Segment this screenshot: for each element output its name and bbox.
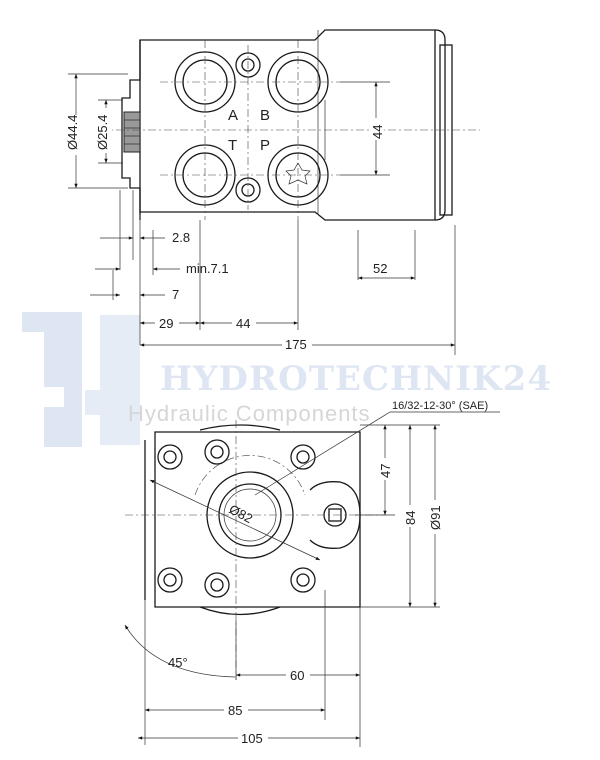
dim-angle-45: 45° [168, 655, 188, 670]
watermark-brand: HYDROTECHNIK24 [160, 359, 552, 399]
dim-44: 44 [236, 316, 250, 331]
dim-d44-4: Ø44.4 [65, 115, 80, 150]
dim-29: 29 [159, 316, 173, 331]
dim-52: 52 [373, 261, 387, 276]
dim-port-spacing: 44 [370, 125, 385, 139]
bolt-hole [157, 567, 183, 593]
bolt-hole [290, 444, 316, 470]
bolt-hole [290, 567, 316, 593]
bottom-view-body [125, 420, 385, 680]
dim-2-8: 2.8 [172, 230, 190, 245]
dim-84: 84 [403, 511, 418, 525]
port-label-p: P [260, 137, 270, 154]
dim-min-7-1: min.7.1 [186, 261, 229, 276]
bottom-view-dimension-lines [124, 411, 500, 747]
dim-47: 47 [378, 464, 393, 478]
top-view-body [100, 29, 480, 221]
port-label-t: T [228, 137, 237, 154]
dim-60: 60 [290, 668, 304, 683]
spline-spec-label: 16/32-12-30° (SAE) [392, 400, 488, 412]
port-label-b: B [260, 107, 270, 124]
bolt-hole [204, 572, 230, 598]
watermark-logo [22, 312, 140, 447]
bolt-hole [157, 444, 183, 470]
port-label-a: A [228, 107, 238, 124]
dim-d25-4: Ø25.4 [95, 115, 110, 150]
dim-85: 85 [228, 703, 242, 718]
bolt-hole [204, 439, 230, 465]
dim-105: 105 [241, 731, 263, 746]
watermark-tagline: Hydraulic Components [128, 401, 371, 426]
dim-175: 175 [285, 337, 307, 352]
dim-7: 7 [172, 287, 179, 302]
dim-d91: Ø91 [428, 505, 443, 530]
